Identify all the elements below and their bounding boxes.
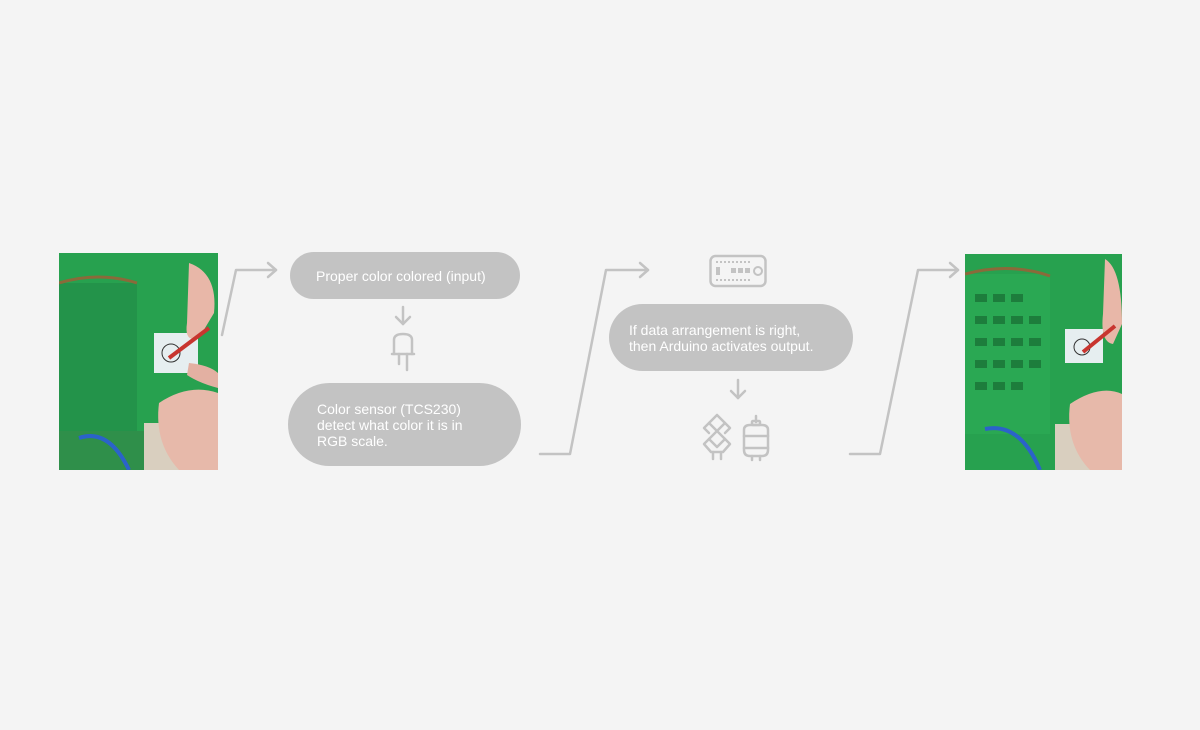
sensor-step-label: Color sensor (TCS230) detect what color … <box>317 400 463 449</box>
arduino-step-label: If data arrangement is right, then Ardui… <box>629 321 814 354</box>
output-photo <box>965 254 1122 470</box>
servo-icon <box>702 413 732 461</box>
input-photo <box>59 253 218 470</box>
motor-icon <box>742 414 770 462</box>
input-step-label: Proper color colored (input) <box>316 267 486 284</box>
microcontroller-board-icon <box>709 254 767 288</box>
sensor-step: Color sensor (TCS230) detect what color … <box>288 383 521 466</box>
led-sensor-icon <box>390 332 416 372</box>
input-step: Proper color colored (input) <box>290 252 520 299</box>
arduino-step: If data arrangement is right, then Ardui… <box>609 304 853 371</box>
